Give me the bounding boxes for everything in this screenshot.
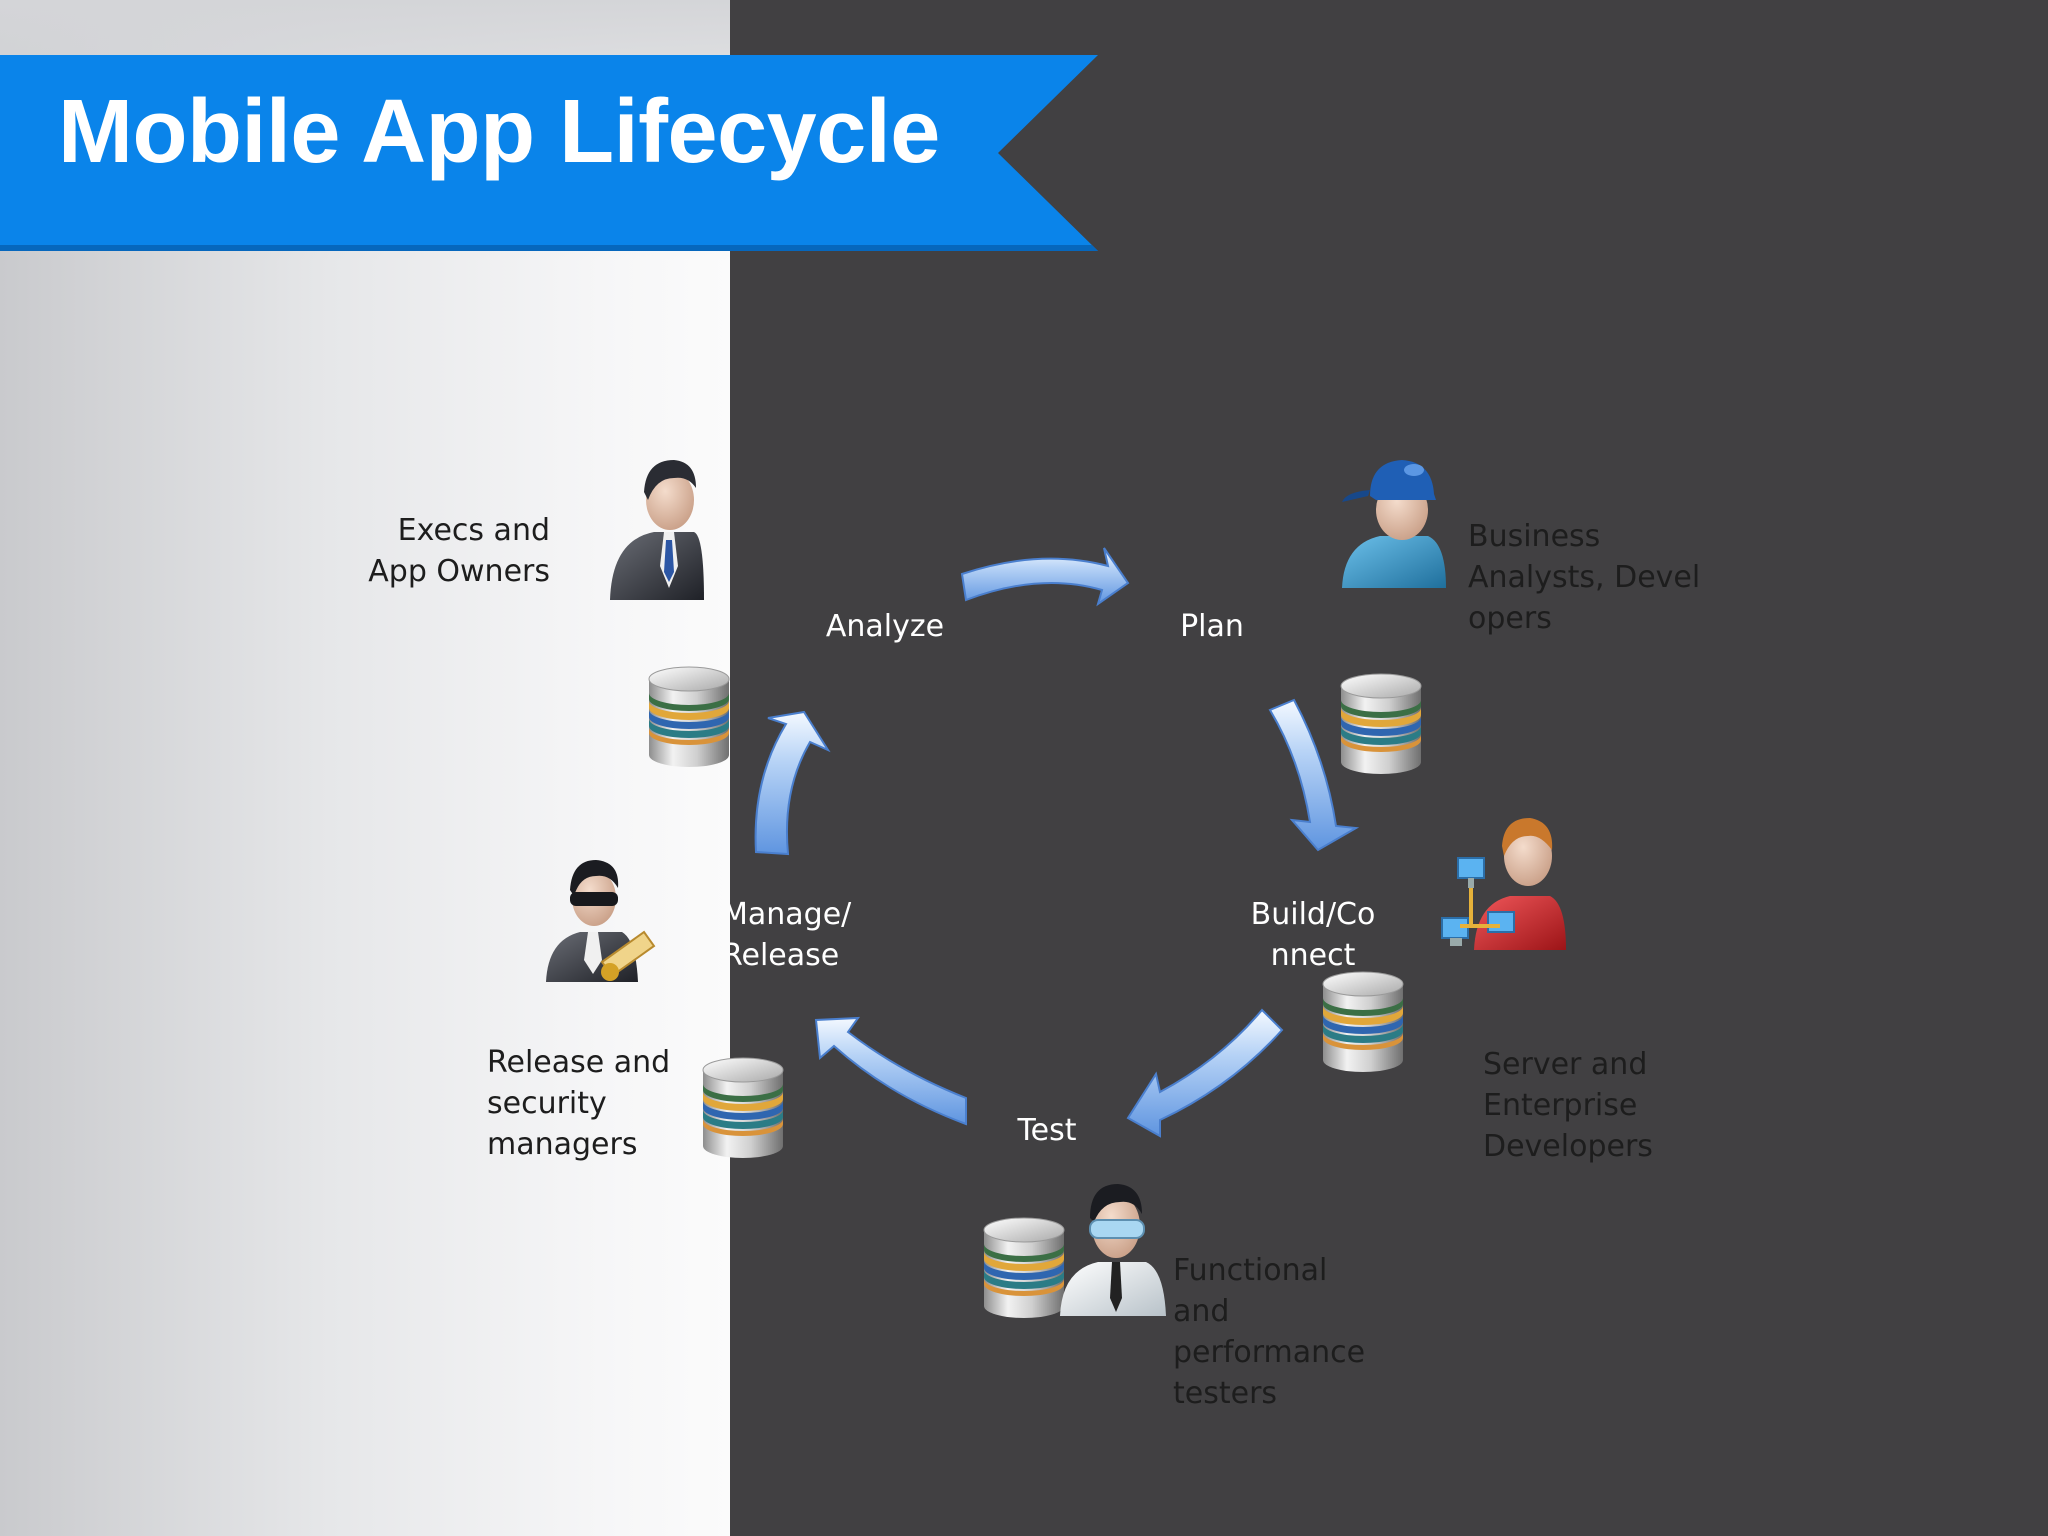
- arrow-plan-to-build-icon: [1268, 698, 1360, 852]
- stage-label-build: Build/Co nnect: [1250, 897, 1376, 973]
- database-icon: [1322, 971, 1404, 1073]
- arrow-manage-to-analyze-icon: [754, 710, 831, 856]
- database-icon: [648, 666, 730, 768]
- stage-label-analyze: Analyze: [825, 609, 945, 644]
- person-blue-cap-icon: [1342, 460, 1446, 588]
- database-icon: [1340, 673, 1422, 775]
- role-label-release-mgrs: Release and security managers: [487, 1045, 671, 1162]
- stage-label-plan: Plan: [1180, 609, 1244, 644]
- role-label-analysts: Business Analysts, Devel opers: [1468, 519, 1701, 636]
- role-label-execs: Execs and App Owners: [368, 513, 550, 589]
- role-label-server-devs: Server and Enterprise Developers: [1483, 1047, 1653, 1164]
- role-label-testers: Functional and performance testers: [1173, 1253, 1366, 1411]
- arrow-test-to-manage-icon: [814, 1016, 967, 1126]
- title-banner: [0, 55, 1098, 251]
- arrow-build-to-test-icon: [1126, 1008, 1284, 1138]
- executive-person-icon: [610, 460, 704, 600]
- stage-label-manage: Manage/ Release: [722, 897, 852, 973]
- database-icon: [702, 1057, 784, 1159]
- person-network-icon: [1441, 818, 1566, 950]
- person-goggles-icon: [1060, 1184, 1166, 1316]
- security-person-icon: [546, 860, 656, 982]
- page-title: Mobile App Lifecycle: [58, 82, 940, 182]
- stage-label-test: Test: [1017, 1113, 1077, 1148]
- database-icon: [983, 1217, 1065, 1319]
- arrow-analyze-to-plan-icon: [960, 547, 1130, 607]
